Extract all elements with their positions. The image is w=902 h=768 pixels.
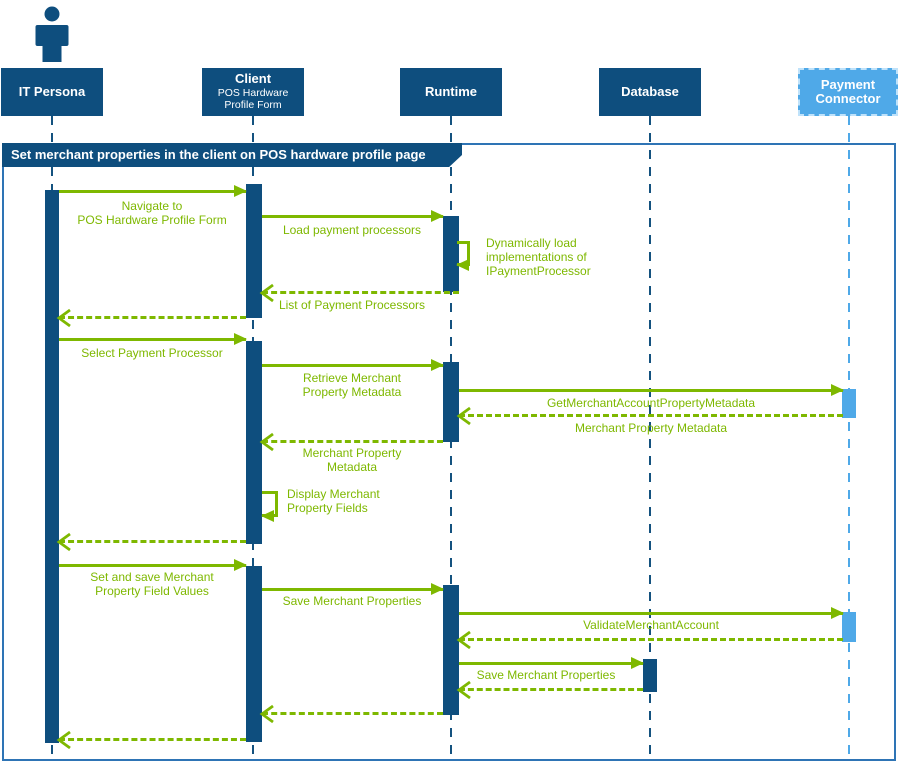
msg-17-arrow [459, 657, 644, 669]
msg-4-arrow [259, 283, 459, 302]
lifeline-payment-connector [848, 116, 850, 756]
open-arrowhead-icon [56, 308, 72, 328]
activation-it-persona [45, 190, 59, 743]
participant-label: Payment Connector [815, 76, 881, 106]
arrowhead-icon [431, 583, 444, 595]
msg-2-label: Load payment processors [282, 223, 422, 237]
open-arrowhead-icon [56, 730, 72, 750]
participant-sublabel: POS Hardware Profile Form [217, 86, 289, 112]
msg-2-arrow [262, 210, 444, 222]
arrowhead-icon [234, 185, 247, 197]
arrowhead-icon [234, 559, 247, 571]
participant-label: IT Persona [18, 83, 86, 99]
activation-database [643, 659, 657, 692]
msg-9-arrow [456, 406, 843, 425]
msg-15-label: ValidateMerchantAccount [583, 618, 719, 632]
msg-3-label: Dynamically load implementations of IPay… [486, 236, 591, 279]
msg-5-arrow [56, 308, 246, 327]
activation-payment-connector-2 [842, 612, 856, 642]
frame-title-banner: Set merchant properties in the client on… [2, 143, 462, 167]
participant-label: Database [621, 83, 679, 99]
msg-10-arrow [259, 432, 443, 451]
msg-9-label: Merchant Property Metadata [574, 421, 728, 435]
arrowhead-icon [456, 259, 469, 271]
msg-11-self-loop [261, 491, 278, 522]
arrowhead-icon [831, 607, 844, 619]
msg-7-arrow [262, 359, 444, 371]
frame-title: Set merchant properties in the client on… [11, 147, 426, 162]
msg-6-label: Select Payment Processor [81, 346, 223, 360]
open-arrowhead-icon [456, 406, 472, 426]
arrowhead-icon [234, 333, 247, 345]
msg-1-arrow [59, 185, 247, 197]
activation-client-3 [246, 566, 262, 742]
participant-client: Client POS Hardware Profile Form [202, 68, 304, 116]
activation-client-1 [246, 184, 262, 318]
open-arrowhead-icon [456, 630, 472, 650]
arrowhead-icon [831, 384, 844, 396]
msg-13-label: Set and save Merchant Property Field Val… [90, 570, 214, 599]
activation-client-2 [246, 341, 262, 544]
participant-it-persona: IT Persona [1, 68, 103, 116]
msg-7-label: Retrieve Merchant Property Metadata [302, 371, 402, 400]
participant-payment-connector: Payment Connector [798, 68, 898, 116]
participant-runtime: Runtime [400, 68, 502, 116]
arrowhead-icon [431, 359, 444, 371]
activation-payment-connector-1 [842, 389, 856, 418]
msg-18-arrow [456, 680, 643, 699]
msg-4-label: List of Payment Processors [278, 298, 426, 312]
activation-runtime-3 [443, 585, 459, 715]
arrowhead-icon [261, 510, 274, 522]
msg-16-arrow [456, 630, 843, 649]
participant-label: Client [234, 71, 272, 87]
msg-20-arrow [56, 730, 246, 749]
msg-15-arrow [459, 607, 844, 619]
msg-8-arrow [459, 384, 844, 396]
open-arrowhead-icon [56, 532, 72, 552]
msg-1-label: Navigate to POS Hardware Profile Form [77, 199, 227, 228]
participant-database: Database [599, 68, 701, 116]
msg-19-arrow [259, 704, 443, 723]
participant-label: Runtime [425, 83, 477, 99]
open-arrowhead-icon [259, 283, 275, 303]
person-icon [35, 6, 69, 62]
msg-14-label: Save Merchant Properties [282, 594, 422, 608]
msg-6-arrow [59, 333, 247, 345]
open-arrowhead-icon [259, 432, 275, 452]
msg-8-label: GetMerchantAccountPropertyMetadata [546, 396, 756, 410]
msg-11-label: Display Merchant Property Fields [287, 487, 380, 516]
arrowhead-icon [631, 657, 644, 669]
msg-17-label: Save Merchant Properties [476, 668, 616, 682]
activation-runtime-2 [443, 362, 459, 442]
msg-12-arrow [56, 532, 246, 551]
msg-10-label: Merchant Property Metadata [302, 446, 402, 475]
open-arrowhead-icon [456, 680, 472, 700]
arrowhead-icon [431, 210, 444, 222]
lifeline-database [649, 116, 651, 756]
msg-3-self-loop [456, 241, 470, 271]
msg-14-arrow [262, 583, 444, 595]
open-arrowhead-icon [259, 704, 275, 724]
activation-runtime-1 [443, 216, 459, 292]
msg-13-arrow [59, 559, 247, 571]
